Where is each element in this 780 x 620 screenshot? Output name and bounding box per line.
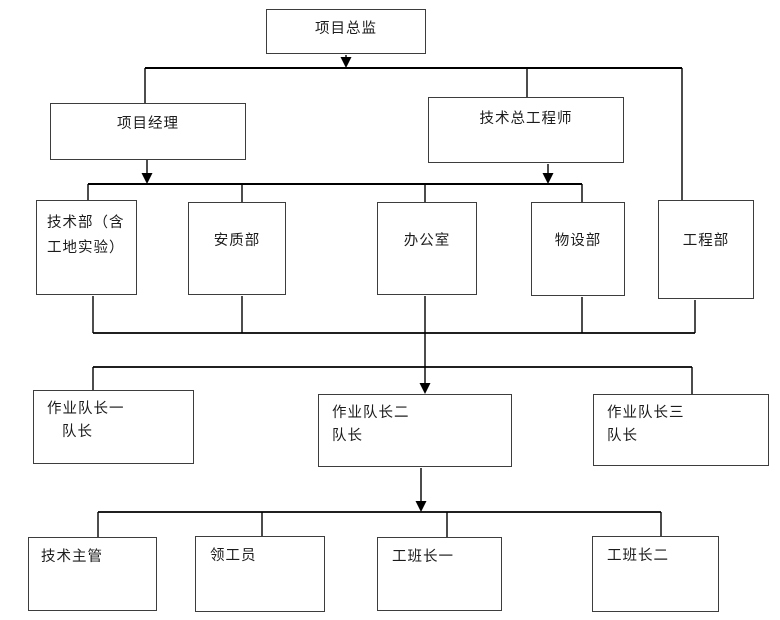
node-materials-equipment-dept: 物设部 <box>531 202 625 296</box>
node-shift-leader-1: 工班长一 <box>377 537 502 611</box>
node-office: 办公室 <box>377 202 477 295</box>
node-crew-leader-3: 作业队长三 队长 <box>593 394 769 466</box>
node-foreman: 领工员 <box>195 536 325 612</box>
node-label: 项目总监 <box>315 21 377 37</box>
arrow-down-icon <box>415 501 427 512</box>
node-crew-leader-2: 作业队长二 队长 <box>318 394 512 467</box>
arrow-down-icon <box>340 57 352 68</box>
node-label: 领工员 <box>210 548 257 564</box>
node-technical-dept: 技术部（含 工地实验） <box>36 200 137 295</box>
arrow-down-icon <box>419 383 431 394</box>
node-label-line1: 作业队长三 <box>607 405 685 421</box>
node-label-line2: 队长 <box>332 428 363 445</box>
node-label-line2: 队长 <box>607 428 638 445</box>
node-label-line2: 队长 <box>62 424 93 441</box>
node-label-line1: 作业队长二 <box>332 405 410 421</box>
node-project-director: 项目总监 <box>266 9 426 54</box>
node-engineering-dept: 工程部 <box>658 200 754 299</box>
node-label-line1: 技术部（含 <box>47 215 125 231</box>
node-label: 工程部 <box>682 233 730 249</box>
node-chief-technical-engineer: 技术总工程师 <box>428 97 624 163</box>
node-label: 物设部 <box>554 233 602 249</box>
node-label: 工班长二 <box>607 548 669 564</box>
node-crew-leader-1: 作业队长一 队长 <box>33 390 194 464</box>
node-label: 办公室 <box>403 233 451 249</box>
arrow-down-icon <box>542 173 554 184</box>
node-label: 技术主管 <box>41 549 103 565</box>
node-label-line1: 作业队长一 <box>47 401 125 417</box>
node-quality-safety-dept: 安质部 <box>188 202 286 295</box>
arrow-down-icon <box>141 173 153 184</box>
node-label: 技术总工程师 <box>479 111 573 127</box>
node-label-line2: 工地实验） <box>47 240 125 257</box>
node-project-manager: 项目经理 <box>50 103 246 160</box>
node-shift-leader-2: 工班长二 <box>592 536 719 612</box>
node-label: 安质部 <box>213 233 261 249</box>
node-label: 项目经理 <box>117 116 179 132</box>
node-label: 工班长一 <box>392 549 454 565</box>
node-technical-supervisor: 技术主管 <box>28 537 157 611</box>
